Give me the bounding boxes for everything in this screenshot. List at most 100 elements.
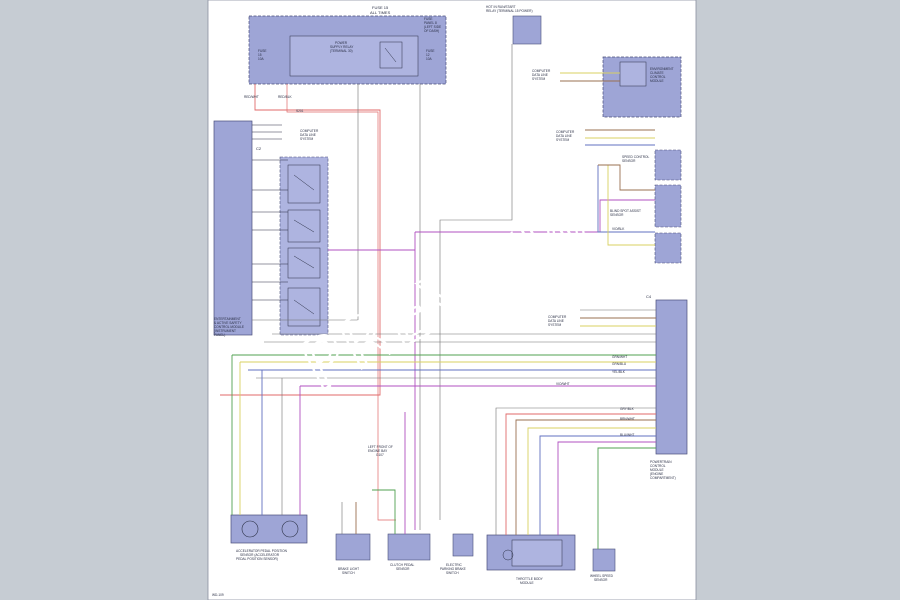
fuse-mini-1-line2: 15 xyxy=(258,53,262,57)
wire-wheel-1 xyxy=(597,447,656,549)
ground-ref-l1: LEFT FRONT OF xyxy=(368,445,393,449)
right-sensor-1-line1: SPEED CONTROL xyxy=(622,155,650,159)
bottom-box-2-line1: CLUTCH PEDAL xyxy=(390,563,414,567)
top-right-module-line2: CLIMATE xyxy=(650,71,664,75)
data-line-label-1: COMPUTER DATA LINE SYSTEM xyxy=(300,129,319,141)
bottom-throttle-module: THROTTLE BODY MODULE xyxy=(486,534,576,585)
data-line-4-l3: SYSTEM xyxy=(548,323,561,327)
right-big-module-line1: POWERTRAIN xyxy=(650,460,672,464)
bottom-box-1: BRAKE LIGHT SWITCH xyxy=(335,533,371,575)
wire-code-purple-right: VIO/BLK xyxy=(612,227,625,231)
wire-code-yellow: YEL/BLK xyxy=(612,370,626,374)
right-sensor-3 xyxy=(654,232,682,264)
wire-red-2 xyxy=(286,84,396,521)
left-module-line2: & ACTIVE SAFETY xyxy=(214,321,243,325)
ground-ref-l2: ENGINE BAY xyxy=(368,449,388,453)
bottom-throttle-line1: THROTTLE BODY xyxy=(516,577,544,581)
data-line-3-l1: COMPUTER xyxy=(556,130,575,134)
bottom-throttle-line2: MODULE xyxy=(520,581,534,585)
data-line-1-l2: DATA LINE xyxy=(300,133,316,137)
top-right-module-line3: CONTROL xyxy=(650,75,666,79)
wire-harness xyxy=(220,44,656,549)
wire-right-sensor-4 xyxy=(597,165,655,233)
bottom-box-3-line3: SWITCH xyxy=(446,571,459,575)
left-module-line4: (INSTRUMENT xyxy=(214,329,236,333)
data-line-4-l2: DATA LINE xyxy=(548,319,564,323)
wire-right-sensor-6 xyxy=(598,164,655,191)
left-control-module: ENTERTAINMENT & ACTIVE SAFETY CONTROL MO… xyxy=(213,120,262,337)
data-line-3-l2: DATA LINE xyxy=(556,134,572,138)
data-line-1-l1: COMPUTER xyxy=(300,129,319,133)
fuse-panel-line4: PANEL 8 xyxy=(424,21,437,25)
relay-box-line2: SUPPLY RELAY xyxy=(330,45,354,49)
bottom-box-2: CLUTCH PEDAL SENSOR xyxy=(387,533,431,571)
data-line-label-2: COMPUTER DATA LINE SYSTEM xyxy=(532,69,551,81)
wire-code-red-left: RED/WHT xyxy=(244,95,259,99)
wire-code-brown: BRN/WHT xyxy=(620,417,635,421)
fuse-mini-1-line1: FUSE xyxy=(258,49,267,53)
fuse-panel-line3: FUSE xyxy=(424,17,433,21)
bottom-box-3: ELECTRIC PARKING BRAKE SWITCH xyxy=(440,533,474,575)
wire-throttle-4 xyxy=(527,427,656,535)
wire-code-red-right: RED/BLK xyxy=(278,95,293,99)
bottom-left-sensor-line3: PEDAL POSITION SENSOR) xyxy=(236,557,278,561)
right-big-module-line3: MODULE xyxy=(650,468,664,472)
data-line-3-l3: SYSTEM xyxy=(556,138,569,142)
connector-c2: C2 xyxy=(256,146,262,151)
fuse-panel-line1: FUSE 15 xyxy=(372,5,389,10)
left-module-line3: CONTROL MODULE xyxy=(214,325,244,329)
right-sensor-2-line1: BLIND SPOT ASSIST xyxy=(610,209,641,213)
page-number: WD-109 xyxy=(212,593,224,597)
data-line-label-3: COMPUTER DATA LINE SYSTEM xyxy=(556,130,575,142)
right-big-module-line5: COMPARTMENT) xyxy=(650,476,676,480)
fuse-panel-line6: OF DASH) xyxy=(424,29,439,33)
top-right-switch-block: HOT IN RUN/START RELAY (TERMINAL 15 POWE… xyxy=(486,5,542,45)
fuse-panel: FUSE 15 ALL TIMES FUSE PANEL 8 (LEFT SID… xyxy=(248,5,447,85)
wire-throttle-3 xyxy=(515,419,656,535)
right-sensor-2-line2: SENSOR xyxy=(610,213,624,217)
top-right-module-line1: ENVIRONMENT xyxy=(650,67,674,71)
fuse-panel-line5: (LEFT SIDE xyxy=(424,25,441,29)
fuse-panel-line2: ALL TIMES xyxy=(370,10,391,15)
wire-red-1 xyxy=(220,84,381,396)
top-right-module-line4: MODULE xyxy=(650,79,664,83)
top-right-switch-line1: HOT IN RUN/START xyxy=(486,5,516,9)
wire-throttle-5 xyxy=(539,435,656,535)
wire-right-sensor-5 xyxy=(607,165,655,246)
bottom-right-sensor: WHEEL SPEED SENSOR xyxy=(590,548,616,582)
data-line-2-l2: DATA LINE xyxy=(532,73,548,77)
top-right-switch-line2: RELAY (TERMINAL 15 POWER) xyxy=(486,9,533,13)
right-sensor-1: SPEED CONTROL SENSOR xyxy=(622,149,682,181)
right-big-module-line2: CONTROL xyxy=(650,464,666,468)
switch-stack xyxy=(279,156,329,336)
splice-label: S201 xyxy=(296,109,304,113)
top-right-module: ENVIRONMENT CLIMATE CONTROL MODULE xyxy=(602,56,682,118)
wire-throttle-1 xyxy=(495,407,656,535)
fuse-mini-2-line3: 10A xyxy=(426,57,433,61)
bottom-box-3-line1: ELECTRIC xyxy=(446,563,462,567)
wire-throttle-6 xyxy=(557,441,656,535)
fuse-mini-1-line3: 10A xyxy=(258,57,265,61)
bottom-right-sensor-line2: SENSOR xyxy=(594,578,608,582)
data-line-1-l3: SYSTEM xyxy=(300,137,313,141)
fuse-mini-2-line2: 12 xyxy=(426,53,430,57)
relay-box-line1: POWER xyxy=(335,41,348,45)
data-line-label-4: COMPUTER DATA LINE SYSTEM xyxy=(548,315,567,327)
wire-code-blue: BLU/WHT xyxy=(620,433,634,437)
wire-code-green-1: GRN/WHT xyxy=(612,355,627,359)
fuse-mini-2-line1: FUSE xyxy=(426,49,435,53)
connector-c4: C4 xyxy=(646,294,652,299)
relay-coil xyxy=(379,41,403,69)
wire-clutch-1 xyxy=(372,489,396,534)
wire-code-purple-left: VIO/WHT xyxy=(556,382,570,386)
left-module-line1: ENTERTAINMENT xyxy=(214,317,241,321)
bottom-left-sensor-line2: SENSOR (ACCELERATOR xyxy=(240,553,280,557)
left-module-line5: PANEL) xyxy=(214,333,225,337)
bottom-right-sensor-line1: WHEEL SPEED xyxy=(590,574,614,578)
bottom-box-1-line2: SWITCH xyxy=(342,571,355,575)
data-line-2-l1: COMPUTER xyxy=(532,69,551,73)
right-sensor-1-line2: SENSOR xyxy=(622,159,636,163)
ground-reference: LEFT FRONT OF ENGINE BAY G107 xyxy=(368,445,393,457)
